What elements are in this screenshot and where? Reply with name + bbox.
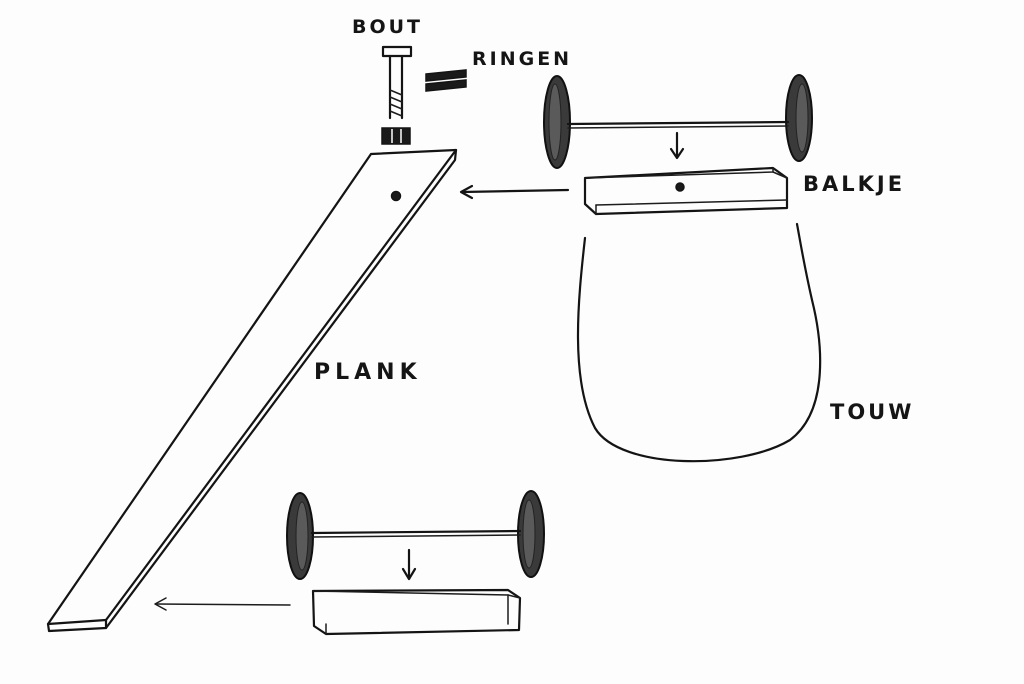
arrow-block-to-plank-top	[459, 184, 570, 200]
plank-label: PLANK	[314, 360, 422, 385]
touw-label: TOUW	[830, 400, 915, 424]
lower-block	[311, 588, 522, 636]
bolt	[381, 45, 413, 120]
bout-label: BOUT	[352, 16, 424, 38]
nut	[381, 127, 411, 145]
arrow-block-to-plank-bottom	[154, 597, 291, 611]
upper-axle-assembly	[543, 74, 813, 169]
upper-block	[583, 166, 789, 216]
washers	[425, 69, 467, 92]
arrow-axle-to-block-top	[669, 131, 685, 160]
rope	[576, 222, 822, 463]
balkje-label: BALKJE	[803, 172, 906, 196]
ringen-label: RINGEN	[472, 48, 573, 70]
arrow-axle-to-block-bottom	[401, 548, 417, 581]
lower-axle-assembly	[286, 490, 545, 580]
plank	[46, 148, 458, 633]
